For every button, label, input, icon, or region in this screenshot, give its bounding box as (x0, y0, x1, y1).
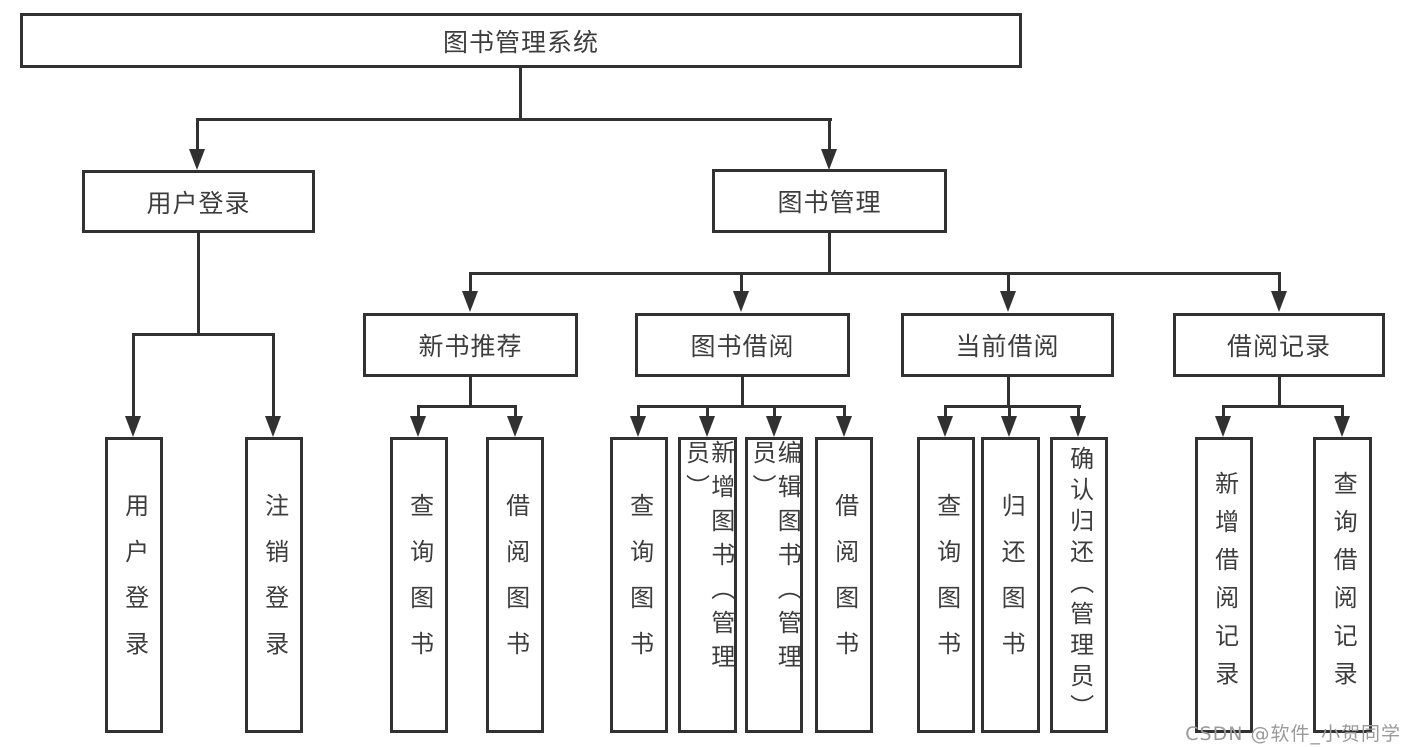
leaf-add-borrow-record: 新增借阅记录 (1195, 437, 1253, 733)
arrow-down-icon (410, 416, 426, 437)
connector-line (272, 333, 275, 423)
arrow-down-icon (462, 291, 478, 312)
arrow-down-icon (733, 291, 749, 312)
node-library-management-system: 图书管理系统 (20, 13, 1022, 68)
connector-line (417, 405, 420, 423)
connector-line (1007, 377, 1010, 405)
leaf-logout-login: 注销登录 (245, 437, 303, 733)
leaf-user-login: 用户登录 (105, 437, 163, 733)
arrow-down-icon (630, 416, 646, 437)
node-label: 查询借阅记录 (1329, 471, 1358, 699)
leaf-borrow-books-borrow: 借阅图书 (815, 437, 873, 733)
connector-line (470, 272, 1281, 275)
node-label: 新增图书（管理员） (681, 440, 735, 678)
watermark-text: CSDN @软件_小贺同学 (1185, 723, 1401, 745)
node-current-borrowing: 当前借阅 (901, 313, 1114, 377)
node-label: 新增借阅记录 (1210, 471, 1239, 699)
arrow-down-icon (125, 416, 141, 437)
arrow-down-icon (1334, 416, 1350, 437)
arrow-down-icon (699, 416, 715, 437)
connector-line (944, 405, 947, 423)
node-label: 注销登录 (260, 493, 289, 677)
arrow-down-icon (766, 416, 782, 437)
arrow-down-icon (507, 416, 523, 437)
leaf-borrow-books-recommend: 借阅图书 (486, 437, 544, 733)
connector-line (197, 233, 200, 333)
leaf-query-books-recommend: 查询图书 (390, 437, 448, 733)
leaf-query-books-borrow: 查询图书 (610, 437, 668, 733)
node-label: 用户登录 (120, 493, 149, 677)
arrow-down-icon (821, 149, 837, 170)
node-label: 确认归还（管理员） (1065, 445, 1094, 725)
node-label: 用户登录 (146, 188, 251, 218)
arrow-down-icon (1271, 291, 1287, 312)
connector-line (133, 333, 275, 336)
connector-line (1222, 405, 1225, 423)
connector-line (828, 118, 831, 154)
connector-line (843, 405, 846, 423)
arrow-down-icon (1001, 416, 1017, 437)
leaf-add-book-admin: 新增图书（管理员） (678, 437, 737, 733)
connector-line (519, 68, 522, 118)
arrow-down-icon (937, 416, 953, 437)
connector-line (132, 333, 135, 423)
connector-line (945, 405, 1081, 408)
connector-line (740, 272, 743, 297)
connector-line (418, 405, 517, 408)
arrow-down-icon (836, 416, 852, 437)
node-label: 借阅记录 (1226, 332, 1331, 361)
node-book-management: 图书管理 (712, 169, 947, 233)
connector-line (706, 405, 709, 423)
node-label: 当前借阅 (955, 332, 1060, 361)
node-label: 图书管理系统 (442, 27, 599, 57)
connector-line (828, 233, 831, 272)
connector-line (196, 118, 199, 154)
leaf-edit-book-admin: 编辑图书（管理员） (745, 437, 803, 733)
leaf-query-books-current: 查询图书 (917, 437, 975, 733)
connector-line (773, 405, 776, 423)
connector-line (469, 272, 472, 297)
node-borrowing-records: 借阅记录 (1173, 313, 1385, 377)
arrow-down-icon (1000, 291, 1016, 312)
node-label: 图书借阅 (690, 332, 795, 361)
connector-line (741, 377, 744, 405)
arrow-down-icon (265, 416, 281, 437)
node-label: 查询图书 (932, 493, 961, 677)
node-label: 查询图书 (405, 493, 434, 677)
node-label: 归还图书 (997, 493, 1026, 677)
leaf-confirm-return-admin: 确认归还（管理员） (1050, 437, 1108, 733)
connector-line (1341, 405, 1344, 423)
connector-line (638, 405, 846, 408)
connector-line (1223, 405, 1344, 408)
connector-line (1007, 272, 1010, 297)
node-label: 查询图书 (625, 493, 654, 677)
node-label: 借阅图书 (501, 493, 530, 677)
connector-line (469, 377, 472, 405)
leaf-return-books: 归还图书 (981, 437, 1040, 733)
arrow-down-icon (1215, 416, 1231, 437)
node-label: 图书管理 (777, 188, 882, 217)
connector-line (1008, 405, 1011, 423)
leaf-query-borrow-record: 查询借阅记录 (1313, 437, 1372, 733)
arrow-down-icon (1070, 416, 1086, 437)
connector-line (1077, 405, 1080, 423)
node-label: 编辑图书（管理员） (748, 440, 802, 678)
node-label: 新书推荐 (418, 332, 523, 361)
connector-line (1278, 272, 1281, 297)
arrow-down-icon (189, 149, 205, 170)
connector-line (1278, 377, 1281, 405)
connector-line (637, 405, 640, 423)
node-book-borrowing: 图书借阅 (635, 313, 850, 377)
node-user-login: 用户登录 (82, 170, 315, 233)
node-new-book-recommendation: 新书推荐 (363, 313, 578, 377)
node-label: 借阅图书 (830, 493, 859, 677)
connector-line (514, 405, 517, 423)
connector-line (197, 118, 832, 121)
